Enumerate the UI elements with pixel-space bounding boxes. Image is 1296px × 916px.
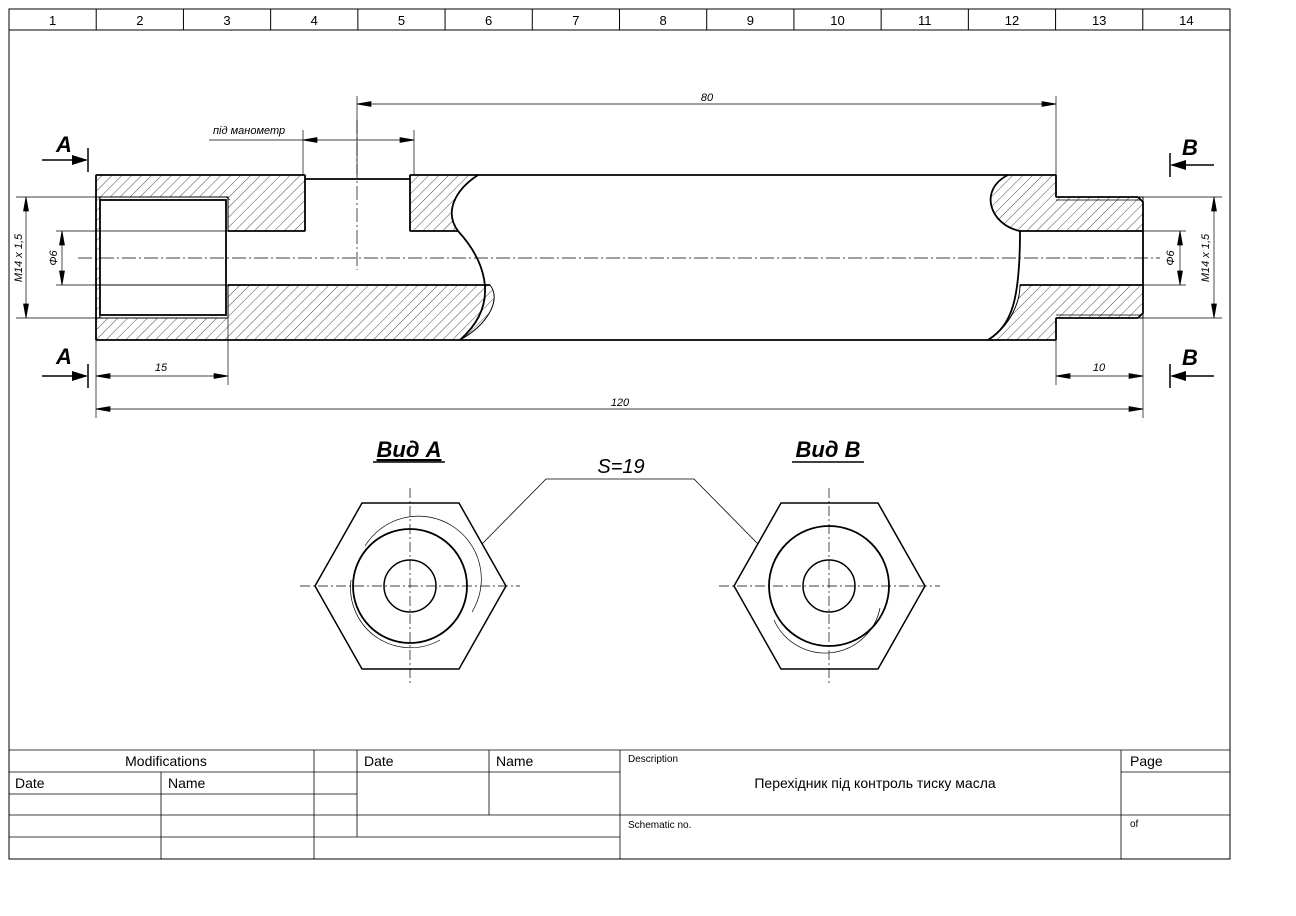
page-label: Page: [1130, 753, 1163, 769]
section-mark-b-top: B: [1169, 135, 1214, 177]
dimension-gauge-port: [209, 130, 415, 175]
thread-right-label: M14 x 1,5: [1200, 233, 1212, 282]
modifications-header: Modifications: [125, 753, 207, 769]
dimension-80-label: 80: [701, 92, 714, 104]
zone-number: 3: [223, 13, 230, 28]
dimension-80: [356, 96, 1057, 175]
view-b-hex: [719, 488, 940, 685]
of-label: of: [1130, 819, 1139, 830]
zone-number: 4: [311, 13, 318, 28]
zone-number: 13: [1092, 13, 1106, 28]
zone-number: 14: [1179, 13, 1193, 28]
zone-number: 6: [485, 13, 492, 28]
svg-text:B: B: [1182, 135, 1198, 160]
section-mark-a-top: A: [42, 132, 89, 172]
name-header: Name: [496, 753, 534, 769]
description-value: Перехідник під контроль тиску масла: [754, 775, 996, 791]
bore-right-label: Φ6: [1165, 249, 1177, 265]
svg-text:A: A: [55, 344, 72, 369]
view-b-title: Вид B: [796, 437, 861, 462]
hex-size-label: S=19: [597, 456, 644, 478]
zone-number: 8: [659, 13, 666, 28]
dimension-thread-left: [16, 196, 96, 319]
thread-left-label: M14 x 1,5: [13, 233, 25, 282]
mod-date-header: Date: [15, 775, 45, 791]
zone-number: 12: [1005, 13, 1019, 28]
dimension-120-label: 120: [611, 397, 630, 409]
zone-number: 11: [918, 13, 932, 28]
svg-text:B: B: [1182, 345, 1198, 370]
dimension-15: [95, 285, 229, 385]
title-block: [9, 749, 1230, 859]
section-mark-a-bottom: A: [42, 344, 89, 388]
schematic-label: Schematic no.: [628, 820, 691, 831]
dimension-bore-right: [1143, 230, 1186, 286]
hex-size-leader: [481, 478, 759, 545]
dimension-thread-right: [1143, 196, 1222, 319]
zone-number: 1: [49, 13, 56, 28]
dimension-120: [95, 385, 1144, 418]
view-a-title: Вид А: [377, 437, 442, 462]
date-header: Date: [364, 753, 394, 769]
part-section-view: [78, 120, 1160, 341]
zone-number: 9: [747, 13, 754, 28]
dimension-10: [1055, 318, 1144, 418]
mod-name-header: Name: [168, 775, 206, 791]
view-a-hex: [300, 488, 520, 685]
section-mark-b-bottom: B: [1169, 345, 1214, 388]
drawing-frame: [8, 8, 1231, 860]
zone-number: 5: [398, 13, 405, 28]
hatched-areas: [95, 174, 1144, 341]
svg-text:A: A: [55, 132, 72, 157]
part-outline: [95, 174, 1144, 341]
description-label: Description: [628, 754, 678, 765]
dimension-bore-left: [56, 230, 228, 286]
bore-left-label: Φ6: [48, 249, 60, 265]
zone-number: 10: [830, 13, 844, 28]
gauge-note-label: під манометр: [213, 125, 285, 137]
zone-number: 7: [572, 13, 579, 28]
dimension-15-label: 15: [155, 362, 168, 374]
zone-number: 2: [136, 13, 143, 28]
dimension-10-label: 10: [1093, 362, 1106, 374]
